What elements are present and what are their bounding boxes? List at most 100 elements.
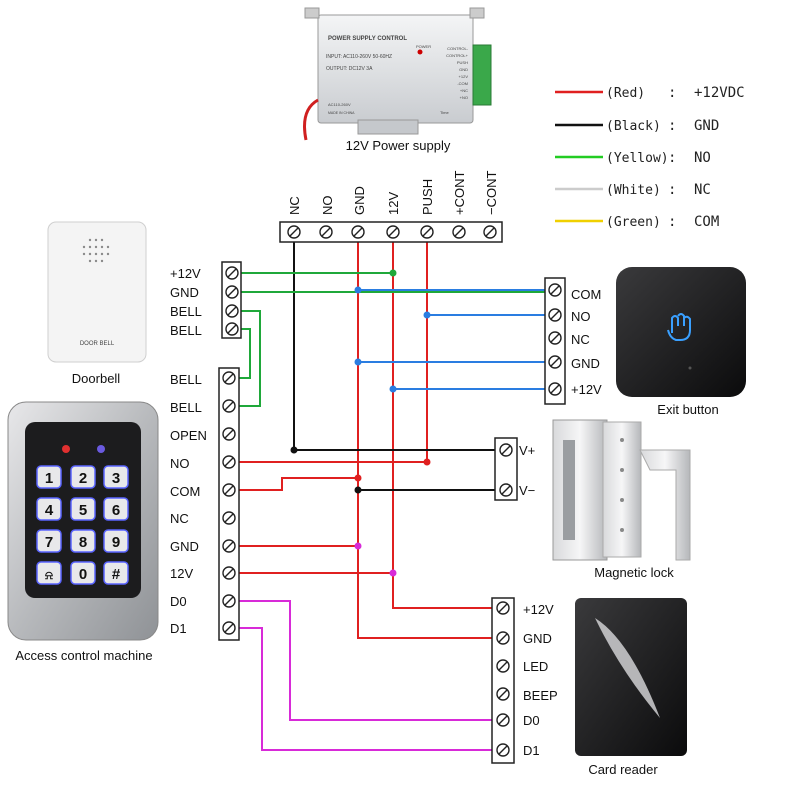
legend-item-green: (Green) : COM	[555, 214, 719, 230]
svg-text:(Yellow): (Yellow)	[606, 151, 669, 166]
psu-terminal-cont-minus: −CONT	[484, 171, 499, 215]
exit-terminal-nc: NC	[571, 332, 590, 347]
psu-ac-label: AC110-260V	[328, 102, 351, 107]
svg-text:GND: GND	[694, 118, 719, 134]
svg-text:(Green): (Green)	[606, 215, 661, 230]
legend-item-black: (Black) : GND	[555, 118, 719, 134]
doorbell: DOOR BELL Doorbell	[47, 221, 147, 386]
legend-item-yellow: (Yellow) : NO	[555, 150, 711, 166]
svg-text:GND: GND	[459, 67, 468, 72]
svg-text::: :	[668, 150, 676, 166]
svg-text::: :	[668, 85, 676, 101]
wire-magenta-d0	[230, 600, 512, 721]
svg-text:(Red): (Red)	[606, 86, 645, 101]
svg-text:+12VDC: +12VDC	[694, 85, 745, 101]
reader-terminal-d1: D1	[523, 743, 540, 758]
exit-terminal-gnd: GND	[571, 356, 600, 371]
psu-terminal-12v: 12V	[386, 192, 401, 215]
wire-red-com	[230, 477, 358, 491]
exit-terminal-12v: +12V	[571, 382, 602, 397]
psu-caption: 12V Power supply	[346, 138, 451, 153]
junction-dot	[423, 458, 431, 466]
svg-text:(White): (White)	[606, 183, 661, 198]
key-bell-icon: ⍾	[45, 568, 53, 582]
junction-dot	[354, 474, 362, 482]
status-led-blue-icon	[97, 445, 105, 453]
svg-text:+NO: +NO	[460, 95, 468, 100]
ac-terminal-d0: D0	[170, 594, 187, 609]
ac-terminal-gnd: GND	[170, 539, 199, 554]
hand-touch-icon	[667, 313, 691, 341]
key-8: 8	[79, 534, 87, 551]
svg-text::: :	[668, 118, 676, 134]
ac-terminal-bell-2: BELL	[170, 400, 202, 415]
psu-terminal-gnd: GND	[352, 186, 367, 215]
doorbell-caption: Doorbell	[72, 371, 121, 386]
psu-terminal-push: PUSH	[420, 179, 435, 215]
junction-dot	[290, 446, 298, 454]
access-control-terminal-block: BELL BELL OPEN NO COM NC GND 12V D0 D1	[170, 367, 240, 641]
reader-terminal-d0: D0	[523, 713, 540, 728]
junction-dot	[423, 311, 431, 319]
key-1: 1	[45, 470, 53, 487]
power-led-icon	[417, 49, 423, 55]
psu-screws	[287, 225, 497, 239]
svg-text:CONTROL-: CONTROL-	[447, 46, 469, 51]
exit-button-caption: Exit button	[657, 402, 718, 417]
access-control-caption: Access control machine	[15, 648, 152, 663]
key-9: 9	[112, 534, 120, 551]
card-reader-terminal-block: +12V GND LED BEEP D0 D1	[491, 597, 558, 764]
junction-dot	[354, 286, 362, 294]
junction-dot	[389, 269, 397, 277]
magnetic-lock: Magnetic lock	[552, 419, 691, 580]
doorbell-terminal-12v: +12V	[170, 266, 201, 281]
psu-terminal-no: NO	[320, 196, 335, 216]
key-4: 4	[45, 502, 54, 519]
svg-text:-COM: -COM	[457, 81, 468, 86]
power-supply: POWER SUPPLY CONTROL INPUT: AC110-260V 5…	[303, 7, 492, 153]
svg-text:+NC: +NC	[460, 88, 468, 93]
svg-text:CONTROL+: CONTROL+	[446, 53, 469, 58]
junction-dot	[354, 542, 362, 550]
junction-dot	[389, 385, 397, 393]
ac-terminal-12v: 12V	[170, 566, 193, 581]
status-led-red-icon	[62, 445, 70, 453]
key-5: 5	[79, 502, 87, 519]
ac-terminal-no: NO	[170, 456, 190, 471]
wire-red-gnd-vert	[357, 232, 512, 639]
wire-black-nc	[293, 232, 512, 451]
reader-terminal-led: LED	[523, 659, 548, 674]
wire-legend: (Red) : +12VDC (Black) : GND (Yellow) : …	[555, 85, 745, 230]
doorbell-terminal-gnd: GND	[170, 285, 199, 300]
key-6: 6	[112, 502, 120, 519]
psu-terminal-nc: NC	[287, 196, 302, 215]
key-0: 0	[79, 566, 87, 583]
psu-header: POWER SUPPLY CONTROL	[328, 36, 407, 42]
psu-time-label: Time	[440, 110, 450, 115]
svg-text:NC: NC	[694, 182, 711, 198]
svg-text:COM: COM	[694, 214, 719, 230]
doorbell-badge: DOOR BELL	[80, 341, 115, 347]
legend-item-red: (Red) : +12VDC	[555, 85, 745, 101]
card-reader: Card reader	[575, 598, 687, 777]
svg-text::: :	[668, 182, 676, 198]
doorbell-terminal-bell-1: BELL	[170, 304, 202, 319]
access-control-machine: 1 2 3 4 5 6 7 8 9 ⍾ 0 # Access control m…	[7, 401, 159, 663]
junction-dot	[354, 358, 362, 366]
card-reader-caption: Card reader	[588, 762, 658, 777]
psu-side-terminals: CONTROL- CONTROL+ PUSH GND +12V -COM +NC…	[446, 46, 469, 100]
psu-terminal-block: NC NO GND 12V PUSH +CONT −CONT	[279, 171, 503, 243]
key-3: 3	[112, 470, 120, 487]
magnetic-lock-caption: Magnetic lock	[594, 565, 674, 580]
reader-terminal-gnd: GND	[523, 631, 552, 646]
legend-item-white: (White) : NC	[555, 182, 711, 198]
magnetic-lock-terminal-block: V+ V−	[494, 437, 535, 501]
reader-terminal-12v: +12V	[523, 602, 554, 617]
psu-terminal-cont-plus: +CONT	[452, 171, 467, 215]
svg-text::: :	[668, 214, 676, 230]
psu-power-led-label: POWER	[416, 44, 431, 49]
svg-text:PUSH: PUSH	[457, 60, 468, 65]
svg-text:(Black): (Black)	[606, 119, 661, 134]
doorbell-terminal-block: +12V GND BELL BELL	[170, 261, 242, 339]
